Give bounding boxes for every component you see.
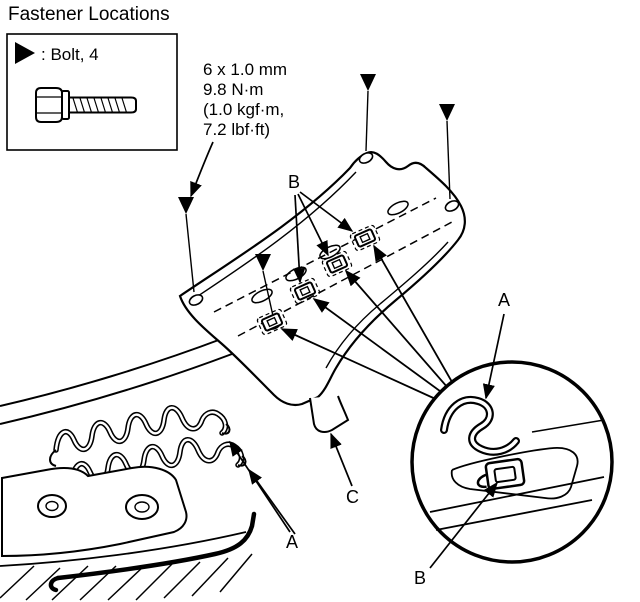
legend: : Bolt, 4 xyxy=(6,33,178,151)
torque-line-2: 9.8 N·m xyxy=(203,80,263,99)
detail-circle-group: A B xyxy=(410,290,614,588)
label-a-springs: A xyxy=(286,532,298,552)
detail-surface-line xyxy=(531,419,605,433)
leader-line xyxy=(482,313,505,400)
legend-bolt-label: : Bolt, 4 xyxy=(41,45,99,64)
bolt-threads xyxy=(72,97,128,113)
torque-line-3: (1.0 kgf·m, xyxy=(203,100,284,119)
leader-line xyxy=(330,432,353,487)
seat-hook-rod xyxy=(55,511,257,581)
bolt-hole xyxy=(188,294,204,306)
spring-hook-end xyxy=(221,423,231,435)
hex-flange-bolt-icon xyxy=(35,87,137,123)
callout-a-detail: A xyxy=(482,290,510,400)
hook-wire xyxy=(440,395,520,456)
leader-line xyxy=(344,269,449,389)
bolt-marker-triangle xyxy=(178,197,194,214)
bolt-hole xyxy=(358,152,374,164)
leader-line xyxy=(280,328,441,402)
panel-clips xyxy=(256,224,381,336)
leader-line xyxy=(312,298,445,395)
leader-line xyxy=(299,191,354,232)
clip xyxy=(321,250,353,278)
panel-rim-line xyxy=(191,171,357,301)
bracket-hole xyxy=(125,494,159,520)
bracket-hole xyxy=(37,494,67,518)
callout-a-springs: A xyxy=(229,440,298,552)
spring-hook-end xyxy=(49,449,57,467)
leader-line xyxy=(229,440,291,533)
seat-hook-rod-end xyxy=(48,575,61,593)
bolt-marker-triangle-icon xyxy=(15,42,35,64)
seat-pan-edge xyxy=(0,353,233,425)
marker-line xyxy=(446,120,451,200)
clip xyxy=(256,308,288,336)
seat-pan-edge xyxy=(0,337,225,407)
leader-line xyxy=(297,193,329,257)
bolt-hole xyxy=(444,200,460,212)
panel-rim-line xyxy=(325,241,449,369)
floor-edge xyxy=(0,531,247,567)
bolt-marker-triangle xyxy=(255,254,271,271)
cover-panel xyxy=(178,151,466,433)
marker-line xyxy=(185,213,195,293)
label-b-clips: B xyxy=(288,172,300,192)
bracket-hole-inner xyxy=(134,501,150,513)
detail-clip-pocket xyxy=(450,447,579,500)
hatching xyxy=(0,553,253,601)
leader-line xyxy=(248,468,296,535)
label-c-panel: C xyxy=(346,487,359,507)
clip xyxy=(349,224,381,252)
spring-hook-end xyxy=(237,455,247,467)
detail-clip xyxy=(476,457,526,491)
callout-c-panel: C xyxy=(330,432,359,507)
torque-leader-line xyxy=(190,141,214,198)
bolt-marker-triangle xyxy=(439,104,455,121)
page-title: Fastener Locations xyxy=(8,4,170,25)
marker-line xyxy=(262,270,274,317)
torque-spec-note: 6 x 1.0 mm 9.8 N·m (1.0 kgf·m, 7.2 lbf·f… xyxy=(190,60,287,198)
seat-spring xyxy=(49,408,231,467)
panel-outline xyxy=(178,151,466,407)
label-b-detail: B xyxy=(414,568,426,588)
callout-b-detail: B xyxy=(414,481,498,588)
leader-line xyxy=(373,244,453,383)
torque-line-4: 7.2 lbf·ft) xyxy=(203,120,270,139)
bolt-marker-triangle xyxy=(360,74,376,91)
callout-b-clips: B xyxy=(288,172,354,284)
clip xyxy=(289,277,321,305)
seat-frame xyxy=(0,337,257,601)
bolt-markers xyxy=(178,74,455,317)
panel-corner-tab xyxy=(309,395,350,433)
bracket-hole-inner xyxy=(45,500,59,512)
marker-line xyxy=(365,90,369,152)
leader-line xyxy=(429,481,498,569)
detail-surface-line xyxy=(435,499,593,531)
frame-bracket xyxy=(0,465,188,558)
torque-line-1: 6 x 1.0 mm xyxy=(203,60,287,79)
label-a-detail: A xyxy=(498,290,510,310)
detail-fan-lines xyxy=(280,244,453,402)
leader-line xyxy=(293,194,306,284)
